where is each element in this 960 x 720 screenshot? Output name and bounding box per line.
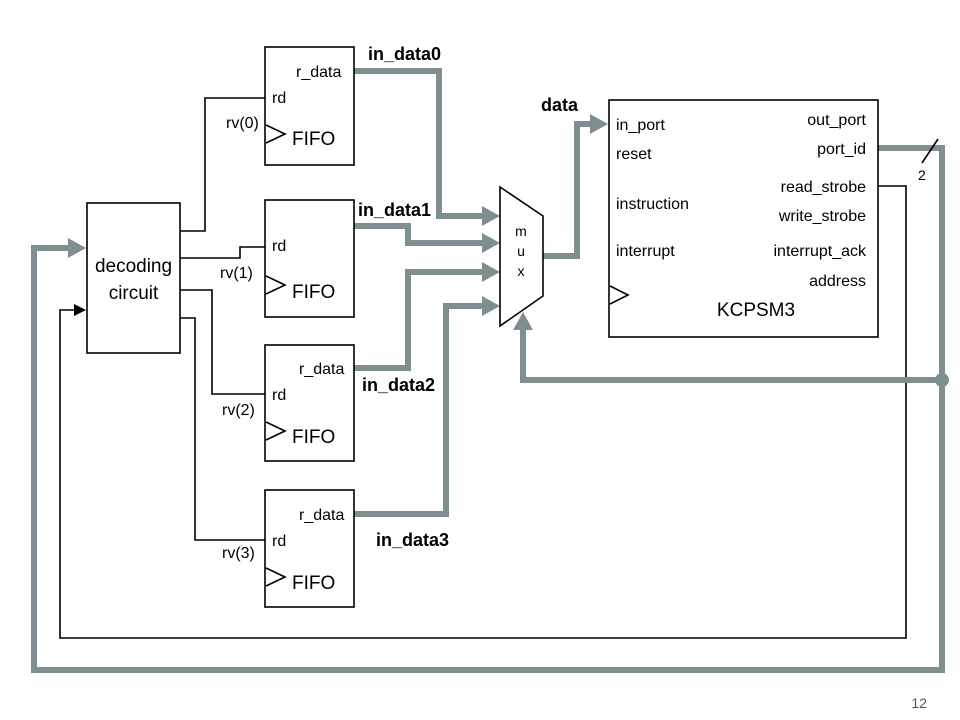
mux-shape — [499, 185, 544, 328]
rv1-label: rv(1) — [220, 265, 253, 282]
fifo-3-rd-label: rd — [272, 533, 286, 550]
mux-letter-x: x — [518, 263, 525, 279]
port-out-port: out_port — [807, 112, 866, 129]
page-number: 12 — [911, 695, 927, 711]
port-port-id: port_id — [817, 141, 866, 158]
rv3-label: rv(3) — [222, 545, 255, 562]
fifo-3-label: FIFO — [292, 573, 335, 594]
arrow-in-data3 — [482, 296, 500, 316]
arrow-data — [590, 114, 608, 134]
decoding-circuit-box — [86, 202, 181, 354]
bus-junction — [935, 373, 949, 387]
wire-rv3 — [180, 317, 265, 541]
in-data3-label: in_data3 — [376, 530, 449, 550]
port-write-strobe: write_strobe — [778, 208, 866, 225]
fifo-1: rd FIFO — [264, 199, 355, 318]
fifo-0: r_data rd FIFO — [264, 46, 355, 166]
wire-rv0 — [180, 97, 265, 232]
arrow-read-strobe — [74, 304, 86, 316]
in-data0-label: in_data0 — [368, 44, 441, 64]
decoder-label-line2: circuit — [109, 283, 159, 304]
bus-mux-select — [520, 330, 942, 383]
fifo-3-r-data-label: r_data — [299, 507, 344, 524]
bus-in-data2 — [354, 269, 486, 371]
in-data1-label: in_data1 — [358, 200, 431, 220]
fifo-3: r_data rd FIFO — [264, 489, 355, 608]
wire-read-strobe-feedback — [59, 185, 907, 639]
port-address: address — [809, 273, 866, 290]
decoder-label-line1: decoding — [95, 256, 172, 277]
bus-width-label: 2 — [918, 167, 926, 183]
rv0-label: rv(0) — [226, 115, 259, 132]
kcpsm3-label: KCPSM3 — [717, 300, 795, 321]
wire-rv2 — [180, 289, 265, 395]
mux-letter-u: u — [517, 243, 525, 259]
port-interrupt: interrupt — [616, 243, 675, 260]
port-read-strobe: read_strobe — [781, 179, 866, 196]
arrow-decoder-in — [68, 238, 86, 258]
in-data2-label: in_data2 — [362, 375, 435, 395]
arrow-in-data1 — [482, 233, 500, 253]
bus-in-data3 — [354, 303, 486, 517]
arrow-mux-select — [513, 312, 533, 330]
fifo-0-label: FIFO — [292, 129, 335, 150]
bus-in-data0 — [354, 68, 486, 219]
rv2-label: rv(2) — [222, 402, 255, 419]
fifo-1-label: FIFO — [292, 282, 335, 303]
port-interrupt-ack: interrupt_ack — [774, 243, 867, 260]
arrow-in-data2 — [482, 262, 500, 282]
fifo-0-r-data-label: r_data — [296, 64, 341, 81]
fifo-2: r_data rd FIFO — [264, 344, 355, 462]
port-reset: reset — [616, 146, 652, 163]
wire-rv1 — [180, 246, 265, 259]
arrow-in-data0 — [482, 206, 500, 226]
fifo-2-rd-label: rd — [272, 387, 286, 404]
mux-letter-m: m — [515, 223, 527, 239]
port-instruction: instruction — [616, 196, 689, 213]
bus-width-slash — [921, 138, 939, 164]
port-in-port: in_port — [616, 117, 665, 134]
bus-in-data1 — [354, 223, 486, 246]
bus-data — [543, 121, 592, 259]
kcpsm3-block: in_port reset instruction interrupt out_… — [608, 99, 879, 338]
data-bus-label: data — [541, 95, 579, 115]
fifo-0-rd-label: rd — [272, 90, 286, 107]
fifo-1-rd-label: rd — [272, 238, 286, 255]
fifo-2-r-data-label: r_data — [299, 361, 344, 378]
fifo-2-label: FIFO — [292, 427, 335, 448]
